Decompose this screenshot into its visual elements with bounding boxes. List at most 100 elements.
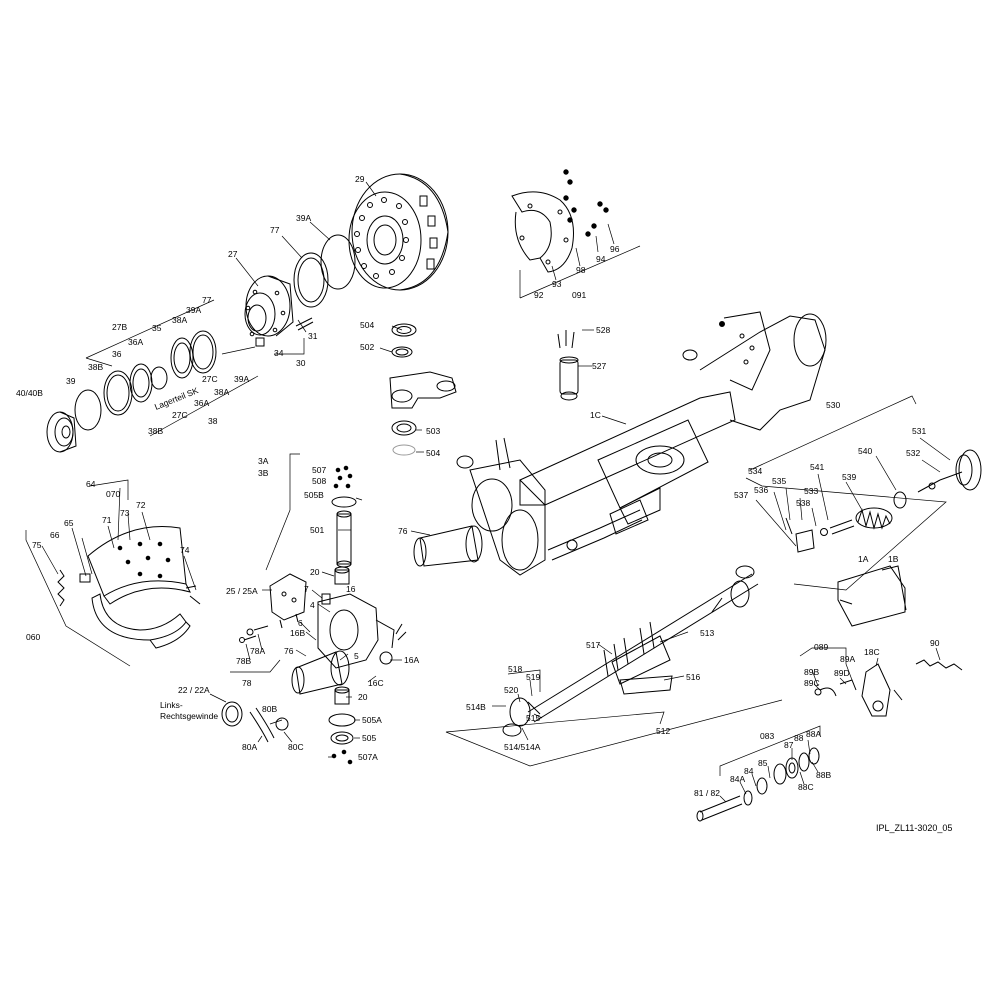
callout-38b: 38B	[88, 362, 103, 372]
callout-531: 531	[912, 426, 926, 436]
callout-38: 38	[208, 416, 218, 426]
callout-30: 30	[296, 358, 306, 368]
callout-76-b: 76	[284, 646, 294, 656]
callout-31: 31	[308, 331, 318, 341]
callout-070: 070	[106, 489, 120, 499]
callout-16c: 16C	[368, 678, 384, 688]
callout-85: 85	[758, 758, 768, 768]
callout-39a-c: 39A	[234, 374, 249, 384]
callout-20: 20	[310, 567, 320, 577]
callout-27b: 27B	[112, 322, 127, 332]
tie-rod	[502, 565, 759, 737]
callout-527: 527	[592, 361, 606, 371]
callout-34: 34	[274, 348, 284, 358]
callout-77: 77	[270, 225, 280, 235]
callout-532: 532	[906, 448, 920, 458]
bearing-set	[74, 330, 217, 431]
callout-rechtsgewinde: Rechtsgewinde	[160, 711, 218, 721]
callout-501: 501	[310, 525, 324, 535]
callout-80b: 80B	[262, 704, 277, 714]
support-bracket	[837, 565, 907, 627]
callout-507: 507	[312, 465, 326, 475]
callout-38a: 38A	[172, 315, 187, 325]
callout-533: 533	[804, 486, 818, 496]
callout-060: 060	[26, 632, 40, 642]
small-parts-left	[221, 625, 289, 743]
callout-89b: 89B	[804, 667, 819, 677]
callout-538: 538	[796, 498, 810, 508]
callout-88c: 88C	[798, 782, 814, 792]
ring-39a	[320, 234, 356, 290]
callout-508: 508	[312, 476, 326, 486]
callout-504-b: 504	[426, 448, 440, 458]
callout-80c: 80C	[288, 742, 304, 752]
callout-64: 64	[86, 479, 96, 489]
callout-514b: 514B	[466, 702, 486, 712]
callout-77-b: 77	[202, 295, 212, 305]
callout-536: 536	[754, 485, 768, 495]
callout-6: 6	[298, 618, 303, 628]
callout-507a: 507A	[358, 752, 378, 762]
callout-84: 84	[744, 766, 754, 776]
callout-517: 517	[586, 640, 600, 650]
callout-labels: 29 77 39A 27 31 34 30 77 39A 27B 38A 35 …	[16, 174, 940, 798]
callout-512: 512	[656, 726, 670, 736]
callout-520: 520	[504, 685, 518, 695]
callout-528: 528	[596, 325, 610, 335]
callout-504: 504	[360, 320, 374, 330]
callout-94: 94	[596, 254, 606, 264]
brake-chamber-right	[785, 449, 982, 553]
callout-515: 515	[526, 713, 540, 723]
kingpin-parts	[328, 465, 357, 765]
callout-537: 537	[734, 490, 748, 500]
callout-7: 7	[304, 584, 309, 594]
callout-16: 16	[346, 584, 356, 594]
callout-38b-b: 38B	[148, 426, 163, 436]
callout-90: 90	[930, 638, 940, 648]
callout-88: 88	[794, 733, 804, 743]
callout-1c: 1C	[590, 410, 601, 420]
callout-083: 083	[760, 731, 774, 741]
callout-40-40b: 40/40B	[16, 388, 43, 398]
callout-4: 4	[310, 600, 315, 610]
anchor-plate	[511, 169, 609, 273]
bracket-25	[269, 573, 307, 629]
callout-74: 74	[180, 545, 190, 555]
callout-541: 541	[810, 462, 824, 472]
callout-78: 78	[242, 678, 252, 688]
callout-16b: 16B	[290, 628, 305, 638]
axle-beam	[413, 311, 827, 576]
callout-27c-a: 27C	[202, 374, 218, 384]
callout-540: 540	[858, 446, 872, 456]
callout-88a: 88A	[806, 729, 821, 739]
parts-artwork	[46, 169, 982, 822]
callout-18c: 18C	[864, 647, 880, 657]
callout-539: 539	[842, 472, 856, 482]
callout-25-25a: 25 / 25A	[226, 586, 258, 596]
callout-36a: 36A	[128, 337, 143, 347]
callout-39a: 39A	[296, 213, 311, 223]
callout-78b: 78B	[236, 656, 251, 666]
callout-36a-b: 36A	[194, 398, 209, 408]
callout-87: 87	[784, 740, 794, 750]
callout-530: 530	[826, 400, 840, 410]
callout-38a-b: 38A	[214, 387, 229, 397]
callout-16a: 16A	[404, 655, 419, 665]
callout-20-b: 20	[358, 692, 368, 702]
callout-1b: 1B	[888, 554, 899, 564]
callout-5: 5	[354, 651, 359, 661]
callout-27: 27	[228, 249, 238, 259]
callout-72: 72	[136, 500, 146, 510]
ring-77	[293, 252, 329, 308]
callout-39a-b: 39A	[186, 305, 201, 315]
drawing-id: IPL_ZL11-3020_05	[876, 823, 952, 833]
callout-66: 66	[50, 530, 60, 540]
callout-39: 39	[66, 376, 76, 386]
callout-089: 089	[814, 642, 828, 652]
callout-80a: 80A	[242, 742, 257, 752]
callout-505a: 505A	[362, 715, 382, 725]
abs-sensor	[557, 330, 579, 401]
callout-505: 505	[362, 733, 376, 743]
callout-502: 502	[360, 342, 374, 352]
